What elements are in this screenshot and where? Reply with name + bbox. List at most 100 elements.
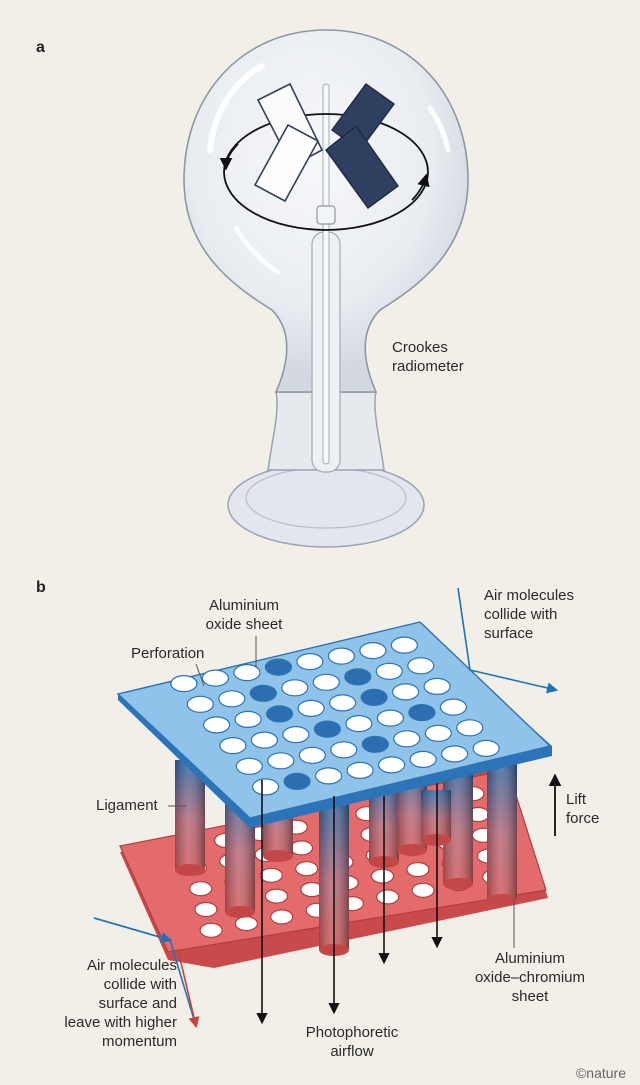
perforation-hole — [234, 710, 262, 729]
perforation-hole — [201, 669, 229, 687]
perforation-hole — [344, 668, 372, 686]
perforation-hole — [409, 750, 437, 769]
perforation-hole — [375, 662, 403, 680]
perforation-hole — [250, 731, 278, 749]
perforation-hole — [423, 677, 451, 696]
ligament-base — [421, 834, 451, 846]
rotation-path — [223, 113, 429, 231]
leader-perforation — [195, 663, 205, 687]
air-bottom-label-line2: collide with — [104, 976, 177, 993]
air-molecules-bottom-arrow-out — [177, 949, 200, 1029]
perforation-hole — [327, 647, 355, 665]
perforation-hole — [298, 746, 326, 764]
perforation-hole — [393, 730, 421, 748]
radiometer-base — [227, 462, 425, 548]
perforation-hole — [283, 772, 311, 791]
bottom-sheet-label-line2: oxide–chromium — [475, 969, 585, 986]
top-sheet-label-line2: oxide sheet — [206, 616, 284, 633]
crookes-label-line1: Crookes — [392, 339, 448, 356]
perforation-hole — [264, 658, 292, 676]
air-bottom-label-line1: Air molecules — [87, 957, 177, 974]
ligament-base — [487, 894, 517, 906]
ligament-shading — [487, 756, 517, 900]
perforation-hole — [346, 761, 374, 780]
perforation-hole — [370, 868, 395, 884]
ligament-label: Ligament — [96, 797, 159, 814]
panel-b-letter: b — [36, 579, 46, 596]
top-sheet-perforations — [170, 636, 500, 796]
perforation-hole — [264, 888, 289, 904]
perforation-hole — [218, 690, 246, 708]
perforation-hole — [406, 861, 430, 878]
perforation-hole — [407, 657, 435, 675]
perforation-hole — [360, 688, 388, 707]
perforation-hole — [439, 698, 467, 716]
bottom-sheet-label-line1: Aluminium — [495, 950, 565, 967]
perforation-hole — [233, 663, 261, 682]
perforation-hole — [378, 756, 406, 774]
crookes-label-line2: radiometer — [392, 358, 464, 375]
air-top-label-line1: Air molecules — [484, 587, 574, 604]
bottom-sheet-label-line3: sheet — [512, 988, 550, 1005]
perforation-hole — [330, 741, 358, 759]
perforation-hole — [282, 725, 310, 744]
ligament-base — [175, 864, 205, 876]
top-sheet-surface — [116, 621, 552, 819]
perforation-hole — [424, 724, 452, 742]
perforation-hole — [411, 882, 435, 898]
perforation-hole — [312, 673, 340, 691]
perforation-hole — [376, 709, 404, 727]
perforation-hole — [189, 881, 213, 897]
lift-label-line2: force — [566, 810, 599, 827]
perforation-hole — [194, 901, 218, 918]
perforation-hole — [186, 695, 214, 713]
perforation-hole — [234, 915, 258, 932]
vane-dark-front — [325, 124, 399, 209]
perforation-hole — [376, 889, 400, 905]
ligament-base — [443, 878, 473, 890]
perforation-hole — [295, 861, 319, 877]
airflow-label-line1: Photophoretic — [306, 1024, 399, 1041]
photophoretic-airflow-arrows-front — [256, 780, 340, 1025]
perforation-hole — [252, 778, 280, 796]
perforation-hole — [359, 641, 387, 660]
perforation-hole — [289, 840, 314, 856]
crookes-radiometer — [183, 29, 469, 548]
perforation-hole — [281, 679, 309, 697]
perforation-hole — [199, 922, 223, 938]
air-top-label-line3: surface — [484, 625, 533, 642]
ligament-shading — [421, 790, 451, 840]
air-bottom-label-line5: momentum — [102, 1033, 177, 1050]
panel-a-letter: a — [36, 39, 45, 56]
perforation-hole — [249, 684, 277, 702]
ligament-base — [263, 850, 293, 862]
airflow-label-line2: airflow — [330, 1043, 374, 1060]
perforation-hole — [315, 767, 343, 785]
air-bottom-label-line4: leave with higher — [64, 1014, 177, 1031]
ligament-base — [225, 906, 255, 918]
air-molecules-top-arrow — [457, 587, 559, 694]
perforation-hole — [345, 714, 373, 733]
perforation-hole — [203, 716, 231, 734]
radiometer-needle — [322, 83, 330, 465]
perforation-hole — [329, 694, 357, 712]
perforation-hole — [297, 699, 325, 718]
perforation-hole — [441, 745, 469, 763]
perforation-hole — [170, 674, 198, 693]
perforation-label: Perforation — [131, 645, 204, 662]
lift-label-line1: Lift — [566, 791, 587, 808]
air-molecules-bottom-arrow-in-head — [93, 917, 173, 943]
top-sheet — [116, 621, 552, 828]
perforation-hole — [456, 719, 484, 737]
perforation-hole — [267, 752, 295, 770]
air-bottom-label-line3: surface and — [99, 995, 177, 1012]
ligament-base — [397, 844, 427, 856]
perforation-hole — [259, 867, 283, 883]
perforation-hole — [270, 909, 294, 925]
rotation-arrow-right — [411, 173, 430, 201]
perforation-hole — [266, 705, 294, 723]
nature-credit: ©nature — [576, 1065, 626, 1081]
perforation-hole — [390, 636, 418, 654]
perforation-hole — [472, 739, 500, 758]
